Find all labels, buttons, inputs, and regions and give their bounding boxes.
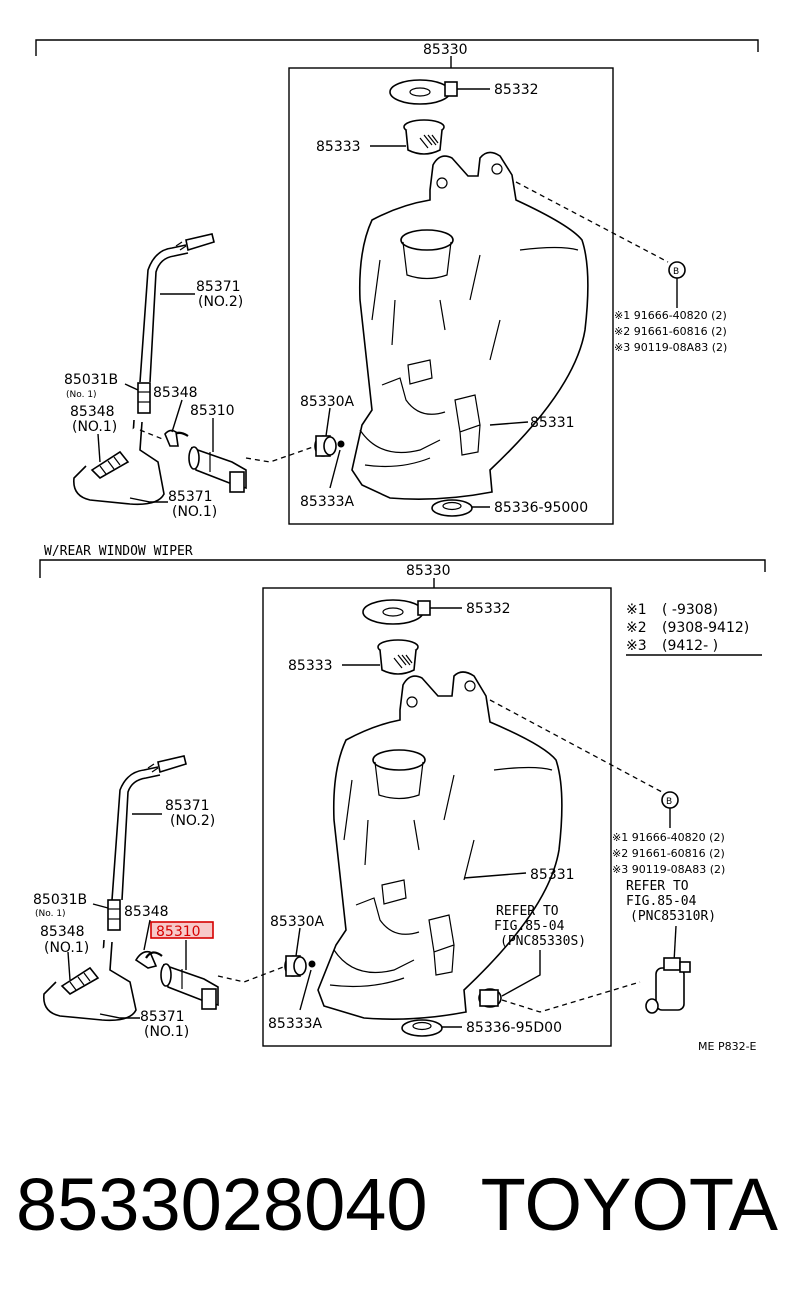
washer-jar[interactable] [351,151,589,500]
tank-box-2 [262,587,612,1047]
oring-part-2[interactable] [308,960,316,968]
highlight-box [150,921,214,939]
figure-code: ME P832-E [698,1040,757,1053]
svg-text:※2: ※2 [626,620,647,636]
bolt-1: ※1 91666-40820 (2) [614,309,727,322]
elbow-label: 85348 [153,385,198,401]
bolt-3-2: ※3 90119-08A83 (2) [612,863,725,876]
tank-box [288,67,614,525]
brand-name: TOYOTA [480,1163,778,1246]
svg-text:(NO.2): (NO.2) [170,813,215,829]
svg-text:(NO.1): (NO.1) [44,940,89,956]
legend: ※1 ( -9308) ※2 (9308-9412) ※3 (9412- ) [626,602,762,656]
section-heading: W/REAR WINDOW WIPER [44,544,193,559]
section-bottom: W/REAR WINDOW WIPER 85330 ※1 ( -9308) ※2… [33,544,766,1053]
svg-text:(9412- ): (9412- ) [662,638,718,654]
pump-part[interactable] [188,446,247,493]
joint-part-2[interactable] [107,899,121,931]
valve-part[interactable] [90,450,130,479]
refer-left-3: (PNC85330S) [500,934,586,949]
svg-text:B: B [673,267,679,277]
cap-label: 85332 [494,82,539,98]
jar-label-2: 85331 [530,867,575,883]
bolt-1-2: ※1 91666-40820 (2) [612,831,725,844]
cap-part[interactable] [389,79,458,105]
valve-label-2: 85348 [40,924,85,940]
refer-right-1: REFER TO [626,879,689,894]
assembly-number-2: 85330 [406,563,451,579]
hose-upper-label-2: 85371 [165,798,210,814]
elbow-label-2: 85348 [124,904,169,920]
strainer-label-2: 85333 [288,658,333,674]
refer-left-2: FIG.85-04 [494,919,565,934]
bolt-2: ※2 91661-60816 (2) [614,325,727,338]
oring-label-2: 85333A [268,1016,323,1032]
bolt-3: ※3 90119-08A83 (2) [614,341,727,354]
valve-part-2[interactable] [60,966,100,995]
svg-text:(NO.1): (NO.1) [72,419,117,435]
svg-text:※1: ※1 [626,602,647,618]
bolt-2-2: ※2 91661-60816 (2) [612,847,725,860]
oring-part[interactable] [337,440,345,448]
svg-text:(No. 1): (No. 1) [66,390,97,400]
cap-part-2[interactable] [362,599,431,625]
grommet-part-2[interactable] [284,955,307,977]
cap-label-2: 85332 [466,601,511,617]
pump-label-2[interactable]: 85310 [156,924,201,940]
refer-right-3: (PNC85310R) [630,909,716,924]
washer-jar-2[interactable] [317,671,563,1020]
strainer-label: 85333 [316,139,361,155]
bushing-label: 85336-95000 [494,500,588,516]
svg-text:(NO.2): (NO.2) [198,294,243,310]
assembly-bracket [35,39,759,56]
grommet-label-2: 85330A [270,914,325,930]
rear-pump-part[interactable] [645,957,691,1014]
pump-part-2[interactable] [160,963,219,1010]
svg-text:(NO.1): (NO.1) [172,504,217,520]
bushing-part[interactable] [431,499,473,517]
svg-text:( -9308): ( -9308) [662,602,718,618]
bushing-part-2[interactable] [401,1019,443,1037]
hose-upper-label: 85371 [196,279,241,295]
section-top: 85330 85332 85333 [35,39,759,525]
oring-label: 85333A [300,494,355,510]
refer-left-1: REFER TO [496,904,559,919]
pump-label: 85310 [190,403,235,419]
strainer-part-2[interactable] [377,639,419,675]
hose-lower-label: 85371 [168,489,213,505]
joint-part[interactable] [137,382,151,414]
svg-text:(9308-9412): (9308-9412) [662,620,749,636]
jar-label: 85331 [530,415,575,431]
svg-text:B: B [666,797,672,807]
svg-text:(NO.1): (NO.1) [144,1024,189,1040]
bushing-label-2: 85336-95D00 [466,1020,562,1036]
svg-text:(No. 1): (No. 1) [35,909,66,919]
joint-label: 85031B [64,372,118,388]
assembly-bracket-2 [39,559,766,578]
assembly-number: 85330 [423,42,468,58]
elbow-part-2[interactable] [134,950,158,969]
strainer-part[interactable] [403,119,445,155]
svg-text:※3: ※3 [626,638,647,654]
joint-label-2: 85031B [33,892,87,908]
valve-label: 85348 [70,404,115,420]
grommet-part[interactable] [314,435,337,457]
refer-right-2: FIG.85-04 [626,894,697,909]
grommet-label: 85330A [300,394,355,410]
footer: 8533028040 TOYOTA [16,1160,778,1250]
hose-lower-label-2: 85371 [140,1009,185,1025]
rear-motor-part[interactable] [478,988,502,1008]
part-number: 8533028040 [16,1163,428,1246]
